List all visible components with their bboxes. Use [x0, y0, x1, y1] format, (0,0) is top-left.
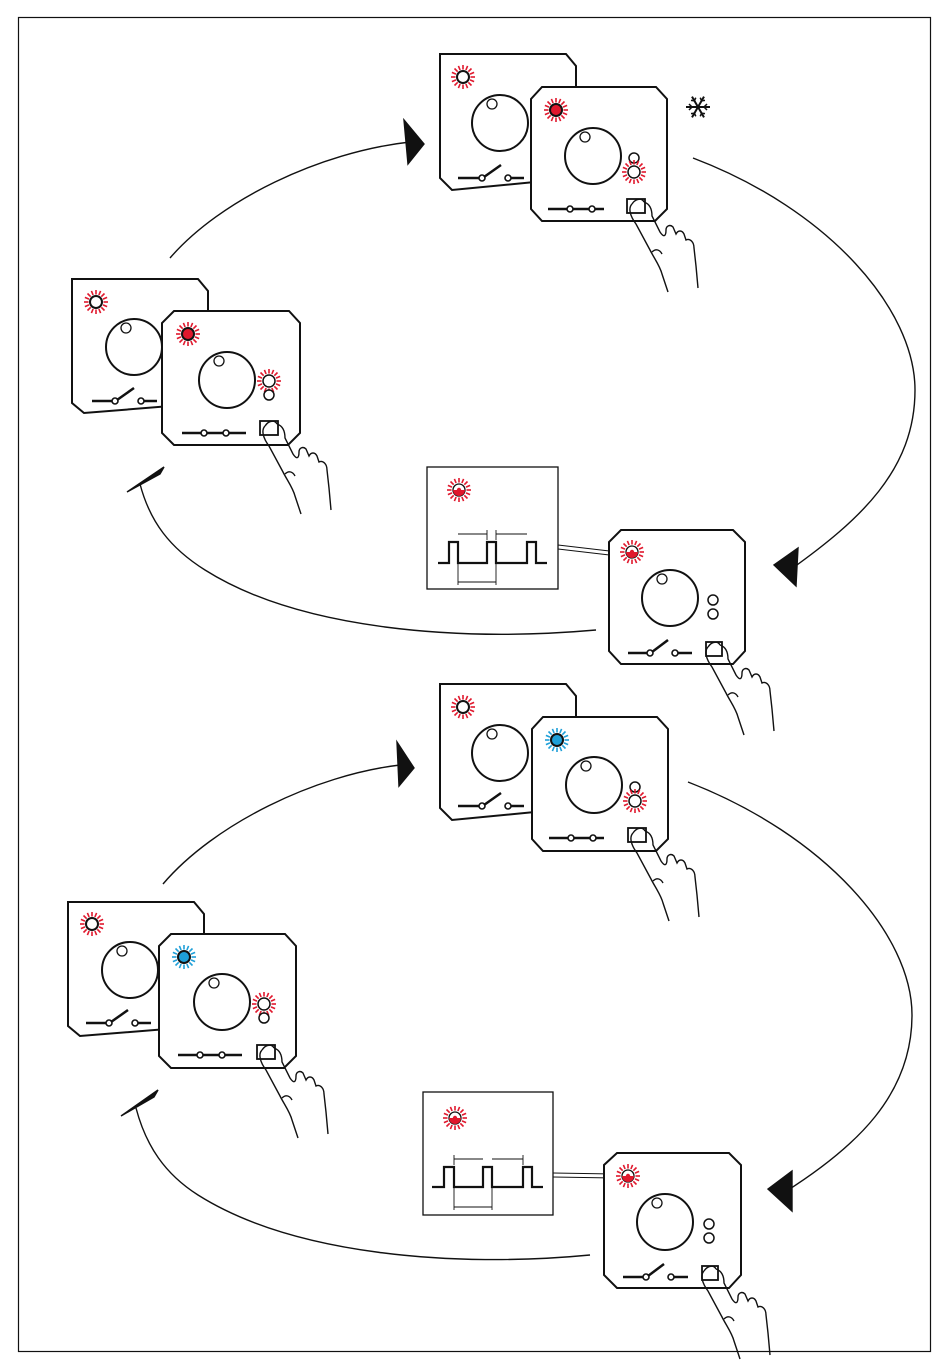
cycle-arc-upper-left	[170, 142, 410, 258]
device-single-top	[609, 530, 774, 735]
arrowhead	[397, 742, 414, 786]
device-front-left	[159, 934, 328, 1138]
rotary-knob-icon	[106, 319, 162, 375]
arrowhead	[121, 1090, 158, 1116]
rotary-knob-icon	[565, 128, 621, 184]
timing-inset-top	[427, 467, 618, 589]
cycle-top	[72, 54, 915, 735]
rotary-knob-icon	[637, 1194, 693, 1250]
rotary-knob-icon	[102, 942, 158, 998]
rotary-knob-icon	[199, 352, 255, 408]
snowflake-icon	[686, 97, 710, 118]
device-front-left	[162, 311, 331, 514]
timing-inset-bottom	[423, 1092, 614, 1215]
arrowhead	[127, 467, 164, 492]
led-indicator-icon	[447, 478, 471, 502]
arrowhead	[768, 1171, 792, 1211]
device-single-bottom	[604, 1153, 770, 1359]
cycle-arc-right	[688, 782, 912, 1192]
arrowhead	[774, 548, 798, 586]
device-front-top	[532, 717, 699, 921]
cycle-bottom	[68, 684, 912, 1359]
device-front-top	[531, 87, 698, 292]
rotary-knob-icon	[194, 974, 250, 1030]
rotary-knob-icon	[566, 757, 622, 813]
cycle-arc-right	[693, 158, 915, 570]
led-indicator-icon	[443, 1106, 467, 1130]
rotary-knob-icon	[472, 725, 528, 781]
cycle-arc-upper-left	[163, 765, 400, 884]
rotary-knob-icon	[642, 570, 698, 626]
rotary-knob-icon	[472, 95, 528, 151]
arrowhead	[404, 120, 424, 164]
